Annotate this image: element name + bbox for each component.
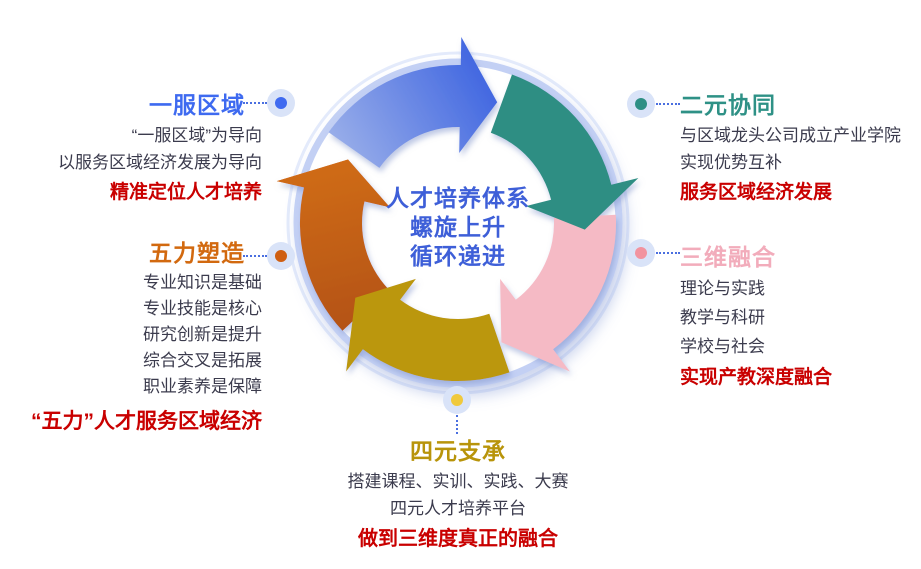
center-caption-line1: 人才培养体系 xyxy=(386,185,530,211)
section-five-line: 研究创新是提升 xyxy=(143,325,262,344)
connector-line-three xyxy=(656,252,680,254)
connector-dot-five-icon xyxy=(267,242,295,270)
arrow-orange-head xyxy=(276,159,390,208)
arrow-pink-three xyxy=(500,214,617,372)
section-five-title: 五力塑造 xyxy=(149,240,245,266)
section-five-line: 综合交叉是拓展 xyxy=(143,351,262,370)
section-two-highlight: 服务区域经济发展 xyxy=(680,182,833,203)
section-three-line: 学校与社会 xyxy=(680,337,765,356)
section-five-line: 专业技能是核心 xyxy=(143,299,262,318)
connector-line-two xyxy=(656,103,680,105)
arrow-gold-four xyxy=(346,278,510,382)
section-five-line: 职业素养是保障 xyxy=(143,377,262,396)
section-four: 四元支承 搭建课程、实训、实践、大赛 四元人才培养平台 做到三维度真正的融合 xyxy=(308,436,608,553)
arrow-blue-one xyxy=(328,37,498,168)
center-caption-line2: 螺旋上升 xyxy=(410,214,506,240)
connector-dot-four-icon xyxy=(443,386,471,414)
section-two: 二元协同 与区域龙头公司成立产业学院 实现优势互补 服务区域经济发展 xyxy=(680,90,921,207)
arrow-orange-five xyxy=(276,159,390,331)
section-three: 三维融合 理论与实践 教学与科研 学校与社会 实现产教深度融合 xyxy=(680,242,921,392)
section-two-line: 实现优势互补 xyxy=(680,153,782,172)
section-five-highlight: “五力”人才服务区域经济 xyxy=(31,410,262,433)
section-four-line: 四元人才培养平台 xyxy=(390,499,526,518)
dot-core-pink-icon xyxy=(635,247,647,259)
section-four-line: 搭建课程、实训、实践、大赛 xyxy=(347,472,569,491)
dot-core-orange-icon xyxy=(275,250,287,262)
section-three-line: 理论与实践 xyxy=(680,279,765,298)
section-five: 五力塑造 专业知识是基础 专业技能是核心 研究创新是提升 综合交叉是拓展 职业素… xyxy=(0,238,262,436)
connector-line-one xyxy=(243,102,267,104)
dot-core-gold-icon xyxy=(451,394,463,406)
connector-dot-one-icon xyxy=(267,89,295,117)
connector-line-four xyxy=(456,415,458,434)
section-five-line: 专业知识是基础 xyxy=(143,273,262,292)
cycle-arrows-graphic xyxy=(276,37,639,395)
section-one-line: “一服区域”为导向 xyxy=(131,126,262,145)
center-caption: 人才培养体系 螺旋上升 循环递进 xyxy=(358,184,558,271)
section-one-highlight: 精准定位人才培养 xyxy=(109,182,262,203)
connector-dot-two-icon xyxy=(627,90,655,118)
section-four-highlight: 做到三维度真正的融合 xyxy=(358,528,558,550)
dot-core-teal-icon xyxy=(635,98,647,110)
connector-dot-three-icon xyxy=(627,239,655,267)
center-caption-line3: 循环递进 xyxy=(410,243,506,269)
section-four-title: 四元支承 xyxy=(410,438,506,464)
section-two-line: 与区域龙头公司成立产业学院 xyxy=(680,126,901,145)
section-three-line: 教学与科研 xyxy=(680,308,765,327)
connector-line-five xyxy=(243,255,267,257)
section-one-title: 一服区域 xyxy=(149,92,245,118)
section-three-highlight: 实现产教深度融合 xyxy=(680,367,833,388)
dot-core-blue-icon xyxy=(275,97,287,109)
section-two-title: 二元协同 xyxy=(680,92,776,118)
section-three-title: 三维融合 xyxy=(680,244,776,270)
section-one: 一服区域 “一服区域”为导向 以服务区域经济发展为导向 精准定位人才培养 xyxy=(0,90,262,207)
section-one-line: 以服务区域经济发展为导向 xyxy=(58,153,262,172)
arrow-teal-two xyxy=(490,74,639,230)
